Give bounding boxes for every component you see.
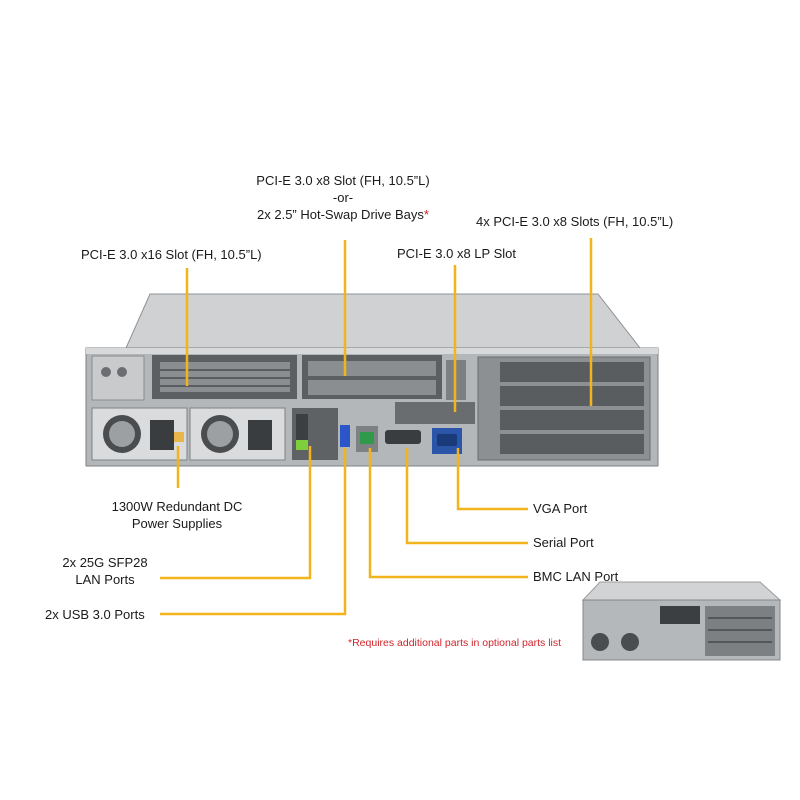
label-usb: 2x USB 3.0 Ports: [45, 607, 145, 622]
pcie-x8-slot-bracket: [302, 355, 442, 399]
label-bmc-lan: BMC LAN Port: [533, 569, 619, 584]
label-drive-bays: 2x 2.5” Hot-Swap Drive Bays: [257, 207, 424, 222]
leader-sfp28: [160, 446, 312, 580]
label-serial: Serial Port: [533, 535, 594, 550]
label-sfp28: 2x 25G SFP28 LAN Ports: [50, 554, 160, 588]
io-ports-left: [292, 408, 350, 460]
label-vga: VGA Port: [533, 501, 588, 516]
required-parts-note: *Requires additional parts in optional p…: [348, 637, 562, 649]
label-power-supplies: 1300W Redundant DC Power Supplies: [82, 498, 272, 532]
ground-panel: [91, 355, 145, 401]
pcie-x16-slot-bracket: [152, 355, 297, 399]
label-power-line2: Power Supplies: [131, 516, 223, 531]
label-pcie-lp-slot: PCI-E 3.0 x8 LP Slot: [397, 246, 516, 261]
required-star: *: [423, 207, 429, 222]
leader-usb: [160, 448, 347, 616]
leader-bmc-lan: [368, 448, 528, 579]
power-supply-1: [91, 407, 188, 461]
pcie-4x-slot-brackets: [477, 356, 651, 461]
label-pcie-x8-line1: PCI-E 3.0 x8 Slot (FH, 10.5”L): [256, 173, 430, 188]
label-pcie-4x-slots: 4x PCI-E 3.0 x8 Slots (FH, 10.5”L): [476, 214, 674, 229]
power-supply-2: [189, 407, 286, 461]
label-pcie-x16-slot: PCI-E 3.0 x16 Slot (FH, 10.5”L): [81, 247, 262, 262]
label-sfp28-line2: LAN Ports: [75, 572, 135, 587]
label-pcie-x8-slot: PCI-E 3.0 x8 Slot (FH, 10.5”L) -or- 2x 2…: [238, 172, 448, 223]
label-pcie-x8-line3: 2x 2.5” Hot-Swap Drive Bays*: [238, 206, 448, 223]
label-power-line1: 1300W Redundant DC: [111, 499, 243, 514]
label-pcie-x8-line2: -or-: [332, 190, 354, 205]
leader-serial: [405, 448, 528, 545]
label-sfp28-line1: 2x 25G SFP28: [62, 555, 148, 570]
server-thumbnail: [581, 581, 782, 661]
leader-lines: [160, 238, 593, 616]
leader-vga: [456, 448, 528, 511]
